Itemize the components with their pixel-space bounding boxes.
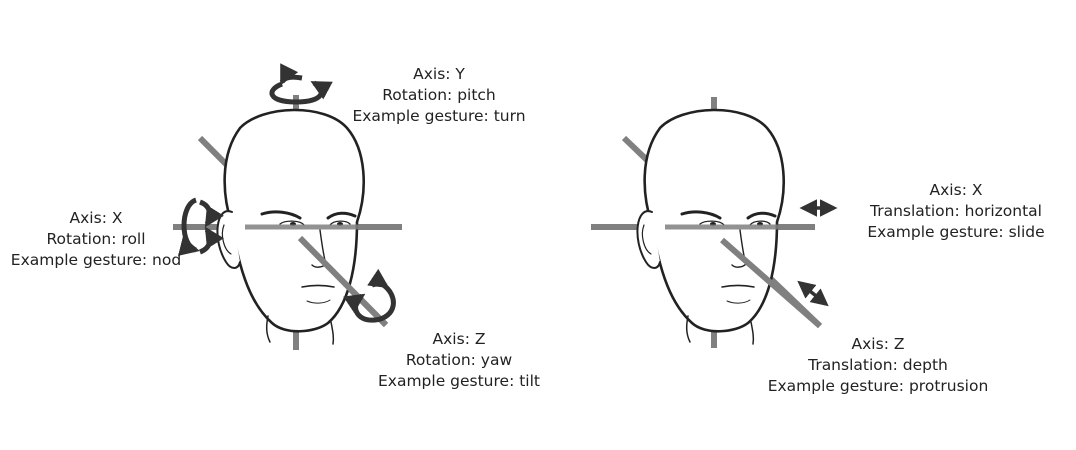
left-z-label: Axis: Z Rotation: yaw Example gesture: t… [364, 329, 554, 392]
left-z-axis-text: Axis: Z [364, 329, 554, 350]
right-z-label: Axis: Z Translation: depth Example gestu… [760, 334, 996, 397]
left-y-motion-text: Rotation: pitch [344, 85, 534, 106]
left-z-gesture-text: Example gesture: tilt [364, 371, 554, 392]
left-x-motion-text: Rotation: roll [0, 229, 192, 250]
left-y-gesture-text: Example gesture: turn [344, 106, 534, 127]
left-y-axis-text: Axis: Y [344, 64, 534, 85]
right-x-gesture-text: Example gesture: slide [850, 222, 1062, 243]
right-x-axis-text: Axis: X [850, 180, 1062, 201]
left-x-axis-text: Axis: X [0, 208, 192, 229]
left-x-label: Axis: X Rotation: roll Example gesture: … [0, 208, 192, 271]
right-x-motion-text: Translation: horizontal [850, 201, 1062, 222]
left-z-motion-text: Rotation: yaw [364, 350, 554, 371]
left-y-label: Axis: Y Rotation: pitch Example gesture:… [344, 64, 534, 127]
left-x-gesture-text: Example gesture: nod [0, 250, 192, 271]
right-depth-arrow-icon [800, 283, 826, 304]
right-x-label: Axis: X Translation: horizontal Example … [850, 180, 1062, 243]
right-panel [591, 97, 834, 348]
right-z-motion-text: Translation: depth [760, 355, 996, 376]
right-z-gesture-text: Example gesture: protrusion [760, 376, 996, 397]
right-z-axis-text: Axis: Z [760, 334, 996, 355]
